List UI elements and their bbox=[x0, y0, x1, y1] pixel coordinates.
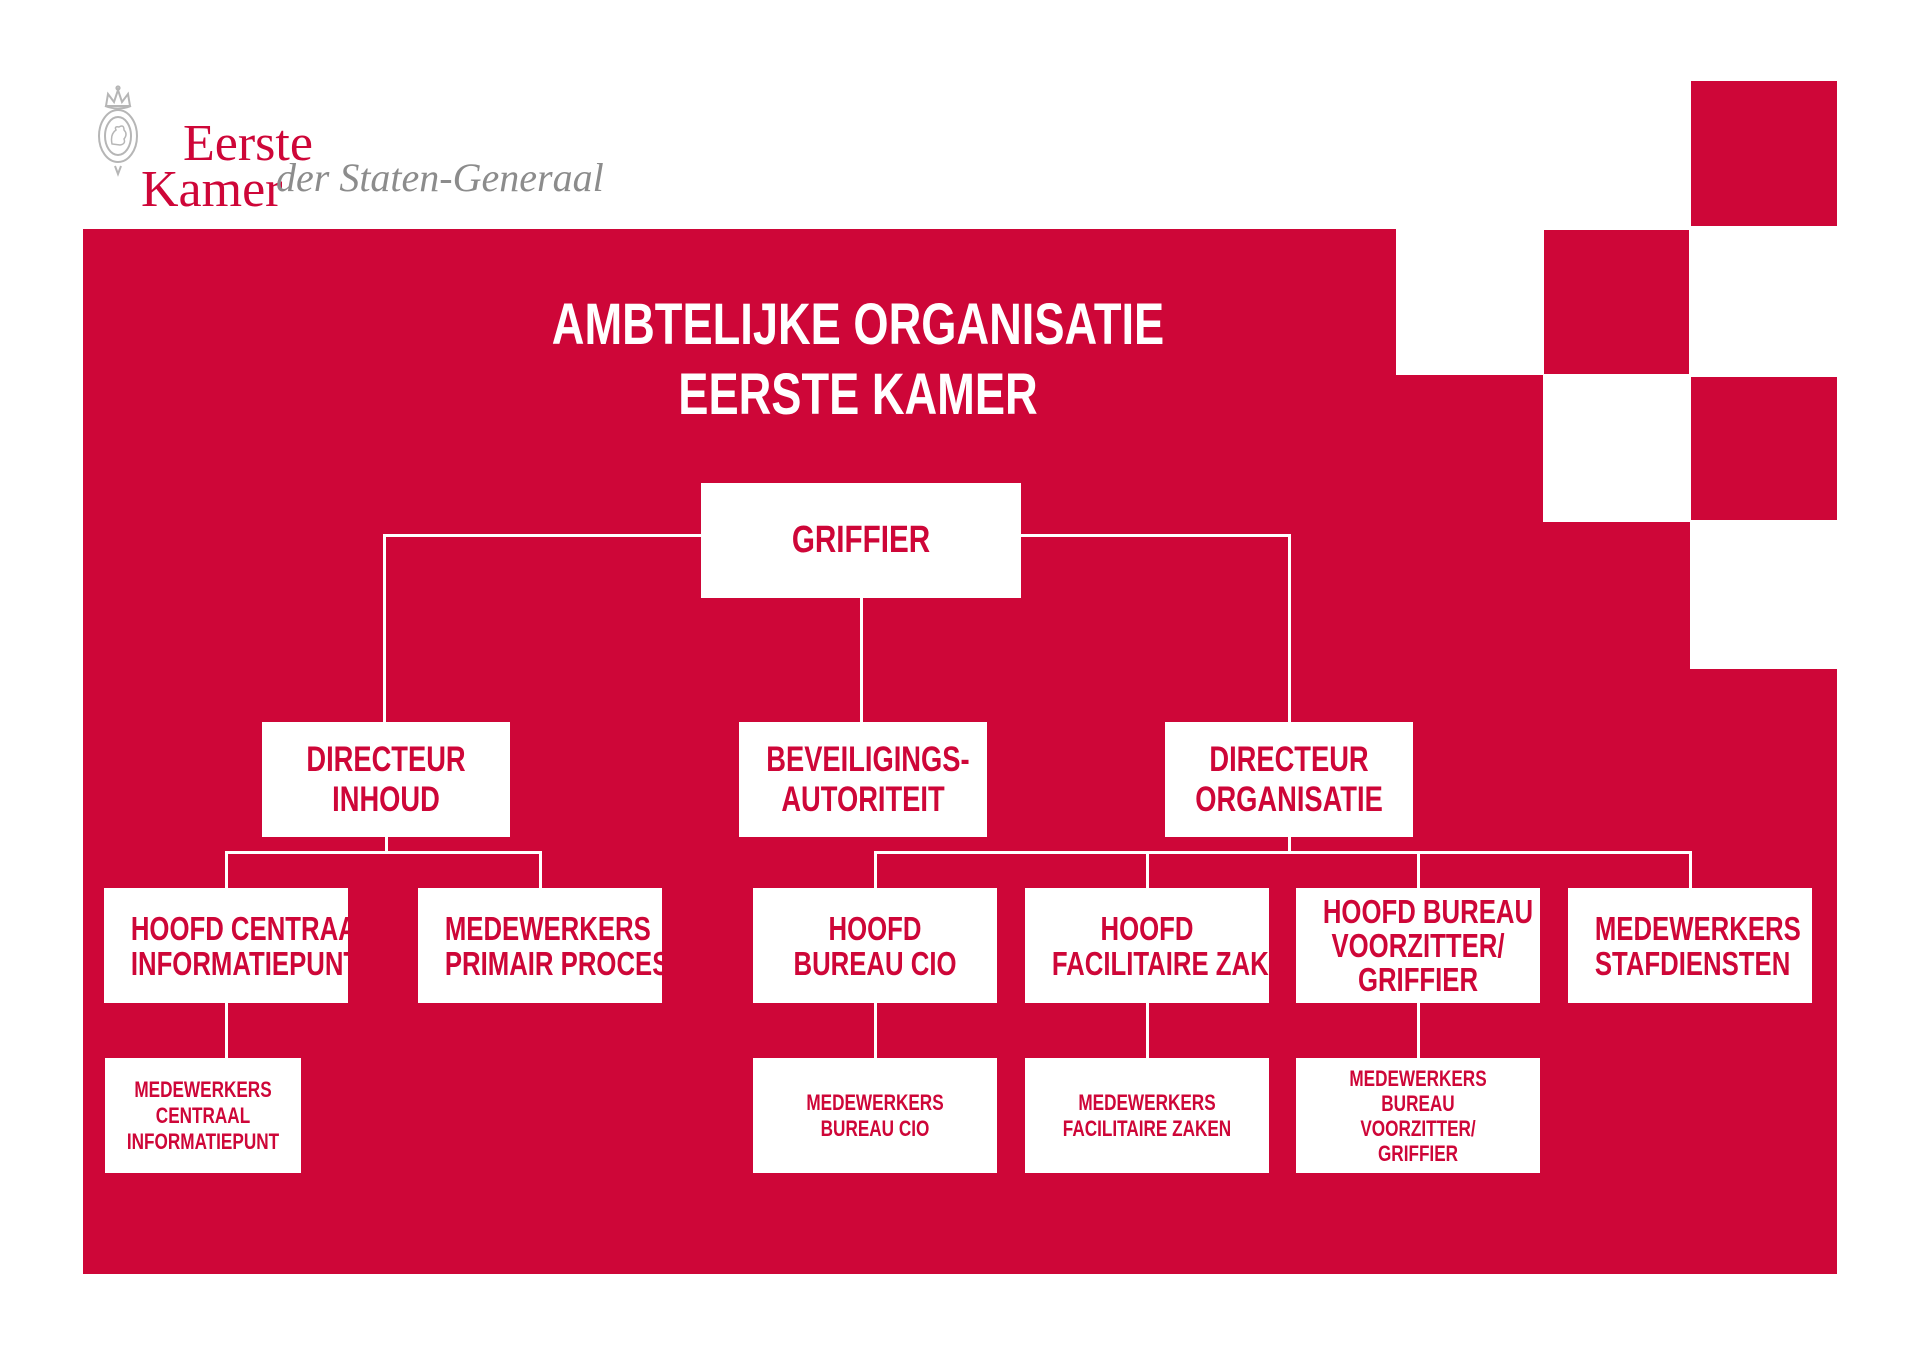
connector-rail-inhoud-children bbox=[225, 851, 542, 854]
org-box-label: BUREAU CIO bbox=[820, 1115, 930, 1141]
connector-stub-medewerkers-vg bbox=[1417, 1001, 1420, 1060]
org-box-hoofd-bureau-cio: HOOFD BUREAU CIO bbox=[753, 888, 997, 1003]
page-title-line2: EERSTE KAMER bbox=[678, 362, 1038, 427]
org-box-label: GRIFFIER bbox=[1377, 1140, 1459, 1166]
org-box-beveiligingsautoriteit: BEVEILIGINGS- AUTORITEIT bbox=[739, 722, 987, 837]
checker-square-middle bbox=[1544, 230, 1689, 374]
org-box-label: FACILITAIRE ZAKEN bbox=[1062, 1115, 1232, 1141]
org-box-hoofd-bureau-voorzitter-griffier: HOOFD BUREAU VOORZITTER/ GRIFFIER bbox=[1296, 888, 1540, 1003]
org-box-label: DIRECTEUR bbox=[1209, 739, 1369, 779]
checker-square-top bbox=[1691, 81, 1837, 226]
org-box-label: INHOUD bbox=[332, 779, 440, 819]
org-box-label: MEDEWERKERS bbox=[1078, 1089, 1216, 1115]
org-box-label: DIRECTEUR bbox=[306, 739, 466, 779]
org-box-label: INFORMATIEPUNT bbox=[130, 944, 360, 982]
connector-stub-inhoud bbox=[385, 835, 388, 853]
connector-stub-facilitaire-zaken bbox=[1146, 851, 1149, 890]
org-box-label: HOOFD CENTRAAL bbox=[130, 909, 373, 947]
connector-stub-organisatie bbox=[1288, 835, 1291, 853]
org-box-label: HOOFD bbox=[828, 909, 922, 947]
org-box-hoofd-facilitaire-zaken: HOOFD FACILITAIRE ZAKEN bbox=[1025, 888, 1305, 1003]
org-box-label: AUTORITEIT bbox=[781, 779, 945, 819]
org-box-label: BEVEILIGINGS- bbox=[766, 739, 970, 779]
logo-wordmark-line1: Eerste bbox=[183, 115, 313, 172]
connector-stub-stafdiensten bbox=[1689, 851, 1692, 890]
org-box-label: HOOFD bbox=[1100, 909, 1194, 947]
org-box-label: BUREAU CIO bbox=[793, 944, 957, 982]
org-box-label: INFORMATIEPUNT bbox=[126, 1128, 280, 1154]
connector-stub-cip bbox=[225, 851, 228, 890]
connector-stub-medewerkers-cio bbox=[874, 1001, 877, 1060]
org-box-label: MEDEWERKERS bbox=[1349, 1065, 1487, 1091]
org-box-directeur-organisatie: DIRECTEUR ORGANISATIE bbox=[1165, 722, 1413, 837]
connector-stub-primair-proces bbox=[539, 851, 542, 890]
connector-drop-organisatie bbox=[1288, 534, 1291, 724]
org-box-label: VOORZITTER/ bbox=[1331, 926, 1505, 964]
checker-square-bottom bbox=[1691, 377, 1837, 520]
logo-wordmark-line2: Kamer bbox=[141, 161, 283, 218]
org-box-hoofd-centraal-informatiepunt: HOOFD CENTRAAL INFORMATIEPUNT bbox=[104, 888, 373, 1003]
org-box-medewerkers-facilitaire-zaken: MEDEWERKERS FACILITAIRE ZAKEN bbox=[1025, 1058, 1269, 1173]
org-box-label: STAFDIENSTEN bbox=[1594, 944, 1791, 982]
org-box-medewerkers-stafdiensten: MEDEWERKERS STAFDIENSTEN bbox=[1568, 888, 1812, 1003]
royal-crest-icon bbox=[98, 85, 138, 177]
connector-drop-inhoud bbox=[383, 534, 386, 724]
org-box-medewerkers-bureau-voorzitter-griffier: MEDEWERKERS BUREAU VOORZITTER/ GRIFFIER bbox=[1296, 1058, 1540, 1173]
connector-rail-organisatie-children bbox=[874, 851, 1692, 854]
org-box-label: FACILITAIRE ZAKEN bbox=[1051, 944, 1305, 982]
org-box-griffier: GRIFFIER bbox=[701, 483, 1021, 598]
org-box-label: MEDEWERKERS bbox=[444, 909, 651, 947]
org-box-directeur-inhoud: DIRECTEUR INHOUD bbox=[262, 722, 510, 837]
org-box-label: CENTRAAL bbox=[155, 1102, 251, 1128]
org-box-label: MEDEWERKERS bbox=[134, 1076, 272, 1102]
org-box-label: GRIFFIER bbox=[791, 519, 931, 561]
org-box-medewerkers-centraal-informatiepunt: MEDEWERKERS CENTRAAL INFORMATIEPUNT bbox=[105, 1058, 301, 1173]
page-title-line1: AMBTELIJKE ORGANISATIE bbox=[551, 292, 1165, 357]
org-box-label: VOORZITTER/ bbox=[1360, 1115, 1476, 1141]
connector-drop-beveiliging bbox=[860, 596, 863, 724]
org-box-label: GRIFFIER bbox=[1357, 960, 1479, 998]
connector-stub-medewerkers-cip bbox=[225, 1001, 228, 1060]
org-box-label: MEDEWERKERS bbox=[1594, 909, 1801, 947]
org-box-label: ORGANISATIE bbox=[1195, 779, 1383, 819]
logo-tagline: der Staten-Generaal bbox=[276, 155, 604, 200]
connector-stub-voorzitter-griffier bbox=[1417, 851, 1420, 890]
org-box-label: MEDEWERKERS bbox=[806, 1089, 944, 1115]
page-title: AMBTELIJKE ORGANISATIE EERSTE KAMER bbox=[308, 290, 1408, 430]
org-box-label: BUREAU bbox=[1381, 1090, 1455, 1116]
org-box-label: PRIMAIR PROCES bbox=[444, 944, 670, 982]
org-box-label: HOOFD BUREAU bbox=[1322, 892, 1534, 930]
connector-stub-bureau-cio bbox=[874, 851, 877, 890]
org-box-medewerkers-bureau-cio: MEDEWERKERS BUREAU CIO bbox=[753, 1058, 997, 1173]
org-box-medewerkers-primair-proces: MEDEWERKERS PRIMAIR PROCES bbox=[418, 888, 670, 1003]
connector-stub-medewerkers-fz bbox=[1146, 1001, 1149, 1060]
